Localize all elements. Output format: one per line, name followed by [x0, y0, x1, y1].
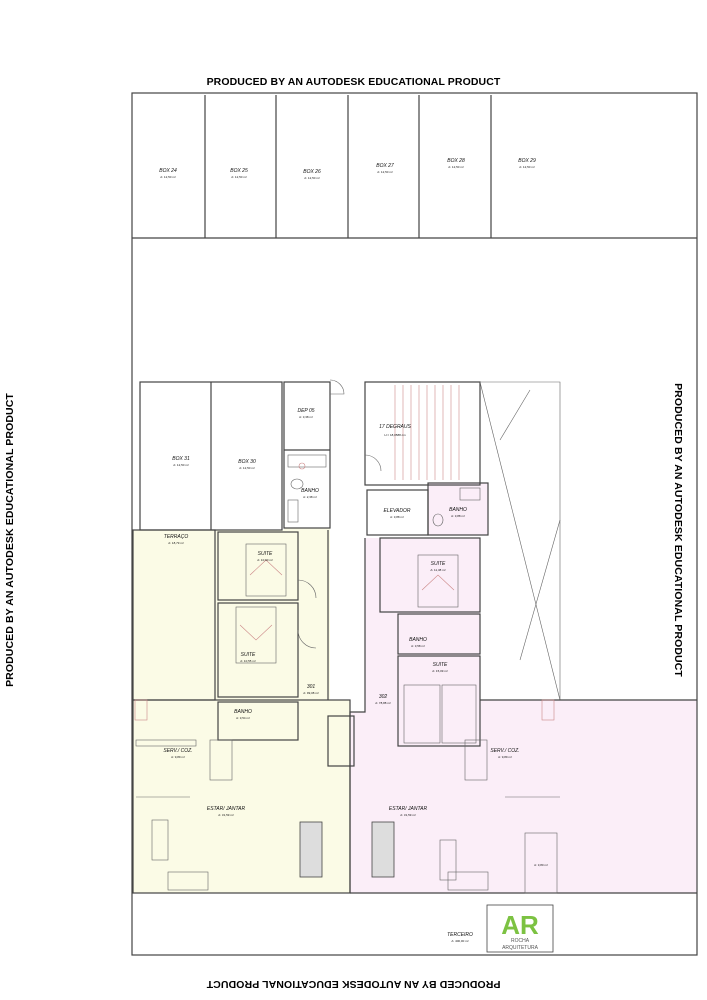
bed-icon [235, 606, 277, 664]
unit-301-fill [133, 528, 350, 893]
dining-table-icon [371, 821, 395, 878]
room-label: TERCEIRO [447, 932, 473, 938]
room-label: SUITE [258, 551, 273, 557]
room-label: SUITE [431, 561, 446, 567]
room-label: SERV./ COZ. [490, 748, 519, 754]
room-area: A: 2,38 m² [303, 495, 317, 499]
stair-steps [394, 385, 460, 480]
room-area: A: 15,09 m² [432, 669, 448, 673]
room-area: A: 9,89 m² [498, 755, 512, 759]
bed-icon [417, 554, 459, 608]
unit-302-fill [350, 538, 697, 893]
box-label: BOX 31 [172, 456, 190, 462]
room-label: 17 DEGRAUS [379, 424, 411, 430]
box-area: A: 12,50 m² [304, 176, 320, 180]
room-label: BANHO [409, 637, 427, 643]
room-label: SUITE [241, 652, 256, 658]
logo-letters: AR [501, 910, 539, 940]
box-area: A: 12,50 m² [239, 466, 255, 470]
box-area: A: 12,50 m² [231, 175, 247, 179]
walls [132, 379, 697, 894]
box-area: A: 12,50 m² [173, 463, 189, 467]
room-label: ELEVADOR [384, 508, 411, 514]
sofa-icon [447, 871, 489, 891]
box-label: BOX 30 [238, 459, 256, 465]
sofa-icon [167, 871, 209, 891]
room-area: A: 3,58 m² [411, 644, 425, 648]
room-label: SUITE [433, 662, 448, 668]
top-box-dividers [204, 95, 492, 238]
logo: AR ROCHA ARQUITETURA [486, 904, 554, 953]
dining-table-icon [299, 821, 323, 878]
room-area: A: 3,88 m² [390, 515, 404, 519]
room-label: ESTAR/ JANTAR [207, 806, 246, 812]
room-label: 302 [379, 694, 388, 700]
bed-icon [245, 543, 287, 597]
room-area: A: 11,38 m² [430, 568, 445, 572]
room-detail: H = 18,0588 cm [384, 433, 406, 437]
room-area: A: 78,88 m² [375, 701, 391, 705]
room-label: BANHO [449, 507, 467, 513]
logo-line1: ROCHA [511, 938, 530, 944]
room-area: A: 3,88 m² [451, 514, 465, 518]
room-area: A: 10,55 m² [240, 659, 256, 663]
banho-302a-fill [428, 483, 488, 535]
box-label: BOX 27 [376, 163, 394, 169]
box-area: A: 12,50 m² [519, 165, 535, 169]
room-label: BANHO [301, 488, 319, 494]
box-area: A: 12,50 m² [448, 165, 464, 169]
room-label: ESTAR/ JANTAR [389, 806, 428, 812]
room-area: A: 3,38 m² [299, 415, 313, 419]
watermark-top: PRODUCED BY AN AUTODESK EDUCATIONAL PROD… [206, 76, 501, 88]
room-label: SERV./ COZ. [163, 748, 192, 754]
box-label: BOX 29 [518, 158, 536, 164]
room-label: TERRAÇO [164, 534, 189, 540]
box-label: BOX 24 [159, 168, 177, 174]
sofa-icon [151, 819, 169, 861]
room-area: A: 9,89 m² [171, 755, 185, 759]
room-area: A: 400,00 m² [451, 939, 468, 943]
room-area: A: 31,59 m² [400, 813, 416, 817]
room-label: DEP 05 [297, 408, 314, 414]
room-label: 301 [307, 684, 316, 690]
room-area: A: 3,80 m² [534, 863, 548, 867]
room-area: A: 10,60 m² [257, 558, 273, 562]
box-label: BOX 26 [303, 169, 321, 175]
room-area: A: 99,08 m² [303, 691, 319, 695]
site-boundary [131, 92, 698, 956]
room-label: BANHO [234, 709, 252, 715]
box-area: A: 12,50 m² [160, 175, 176, 179]
box-area: A: 12,50 m² [377, 170, 393, 174]
box-label: BOX 25 [230, 168, 248, 174]
logo-line2: ARQUITETURA [502, 945, 539, 951]
room-area: A: 18,79 m² [168, 541, 184, 545]
room-area: A: 3,54 m² [236, 716, 250, 720]
box-label: BOX 28 [447, 158, 465, 164]
room-area: A: 31,59 m² [218, 813, 234, 817]
